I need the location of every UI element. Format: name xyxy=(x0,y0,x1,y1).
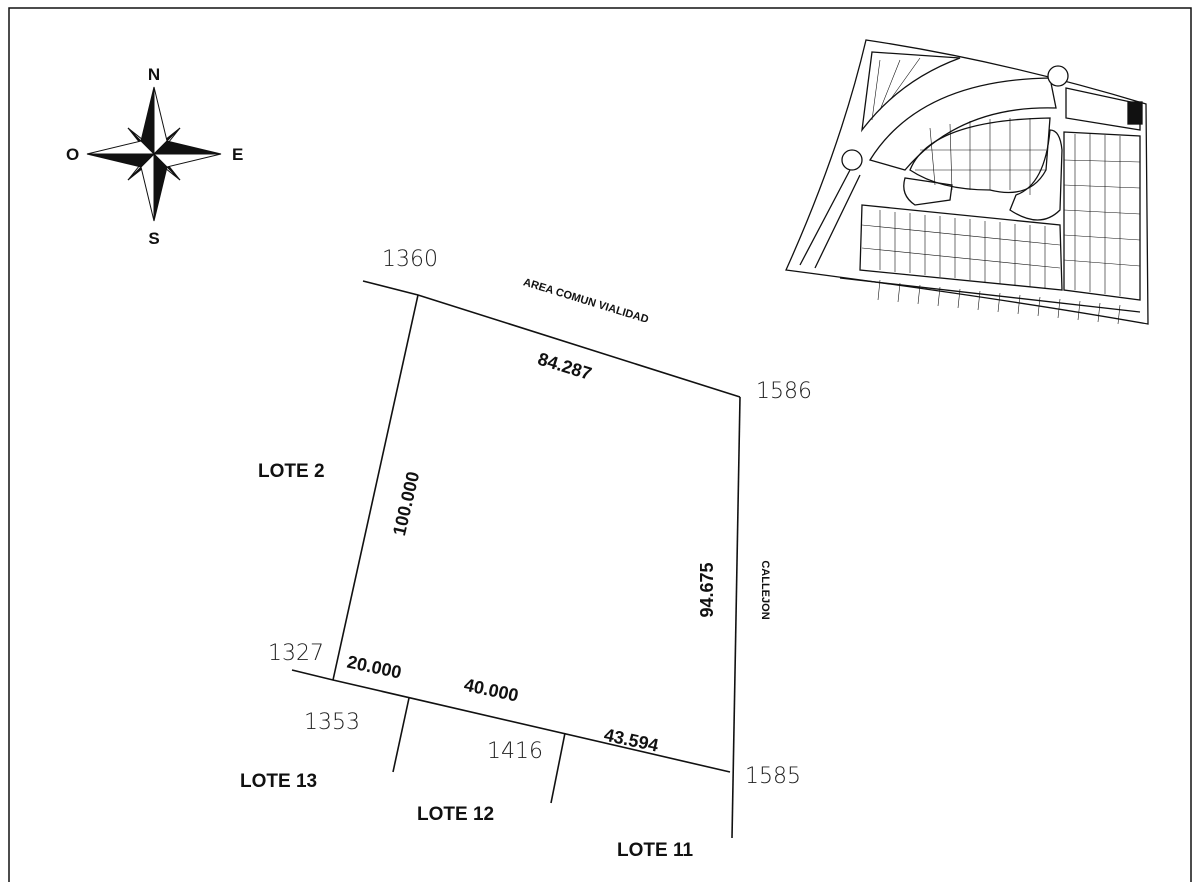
label-lote-2: LOTE 2 xyxy=(258,461,325,482)
dimension-east: 94.675 xyxy=(697,562,717,617)
vertex-1585: 1585 xyxy=(745,764,801,789)
compass-rose-icon: N S E O xyxy=(66,65,243,248)
lot-boundary xyxy=(291,280,741,839)
compass-west: O xyxy=(66,145,79,164)
dimension-south-c: 43.594 xyxy=(602,725,660,756)
vertex-1353: 1353 xyxy=(304,710,360,735)
label-lote-11: LOTE 11 xyxy=(617,840,693,861)
vertex-1327: 1327 xyxy=(268,641,324,666)
compass-south: S xyxy=(148,229,159,248)
vertex-1360: 1360 xyxy=(382,247,438,272)
dimension-south-a: 20.000 xyxy=(345,652,403,683)
vertex-1586: 1586 xyxy=(756,379,812,404)
label-lote-12: LOTE 12 xyxy=(417,804,494,825)
label-lote-13: LOTE 13 xyxy=(240,771,317,792)
dimension-west: 100.000 xyxy=(389,470,423,538)
label-callejon: CALLEJON xyxy=(759,560,771,619)
page-frame xyxy=(8,7,1192,882)
label-area-comun: AREA COMUN VIALIDAD xyxy=(522,276,650,326)
dimension-south-b: 40.000 xyxy=(462,675,520,706)
compass-north: N xyxy=(148,65,160,84)
location-key-map xyxy=(785,39,1149,325)
dimension-north: 84.287 xyxy=(536,349,595,384)
compass-east: E xyxy=(232,145,243,164)
vertex-1416: 1416 xyxy=(487,739,543,764)
